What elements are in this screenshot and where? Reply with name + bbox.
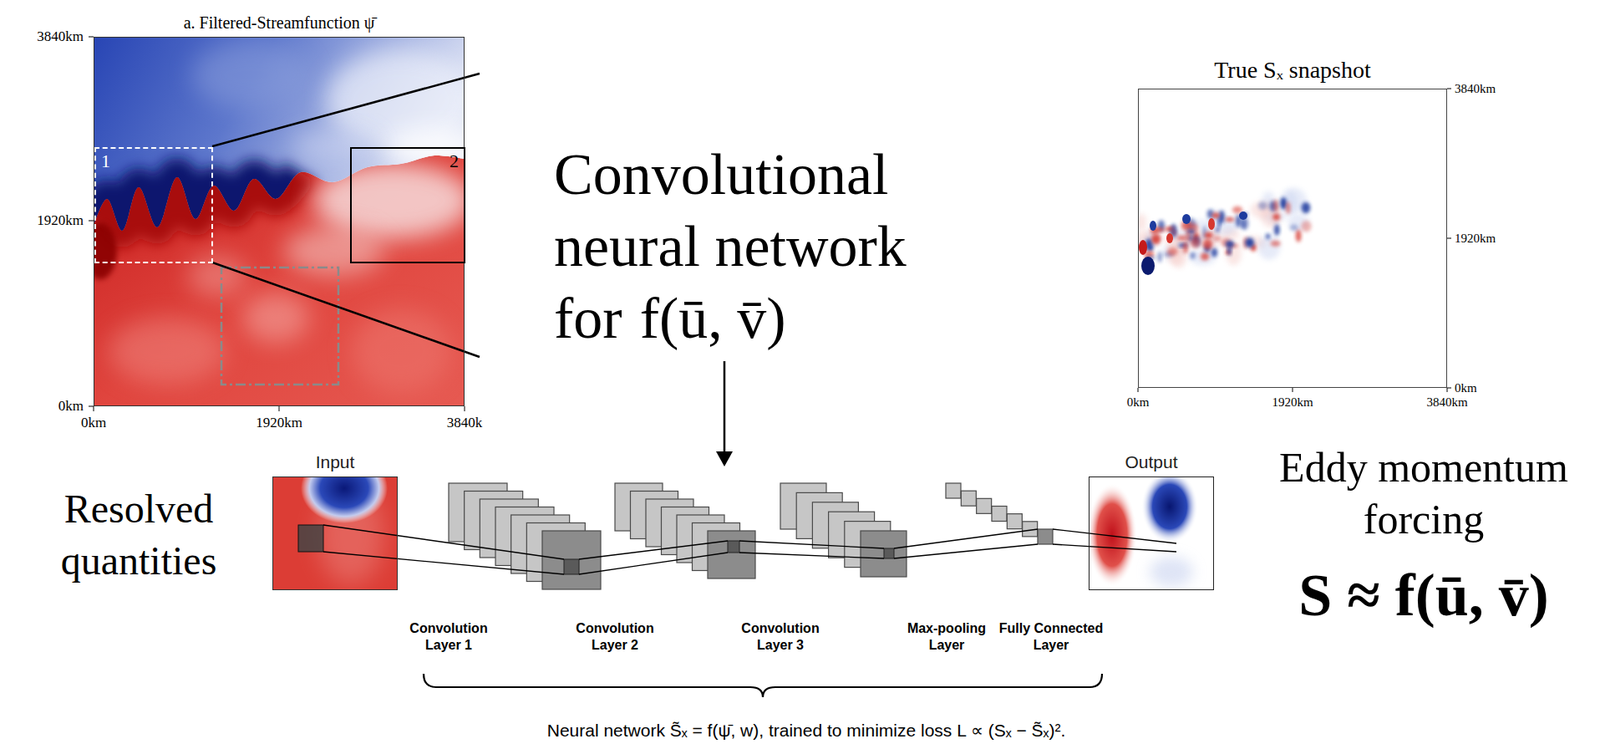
layer-label: Max-pooling Layer [888, 619, 1006, 654]
axis-tick-label: 1920km [36, 212, 84, 229]
input-image: Input [272, 476, 398, 590]
panel-title: True Sₓ snapshot [1213, 55, 1372, 85]
zoom-line [212, 73, 480, 147]
image-heading: Output [1124, 451, 1178, 473]
axis-tick-label: 3840k [446, 414, 483, 432]
streamfunction-panel: 12a. Filtered-Streamfunction ψ̄ [93, 36, 465, 407]
axis-ticks [1137, 88, 1452, 392]
eddy-forcing-field [1137, 88, 1448, 388]
layer-label: Convolution Layer 2 [556, 619, 674, 654]
axis-tick-label: 1920km [255, 414, 303, 432]
axis-tick-label: 3840km [36, 28, 84, 46]
figure-caption: Neural network S̃ₓ = f(ψ̄, w), trained t… [547, 719, 1067, 741]
conv-layer-stack [614, 482, 756, 579]
region-number: 1 [101, 150, 111, 173]
region-box: 1 [94, 147, 214, 264]
projection-lines [323, 524, 1177, 574]
conv-layer-stack [448, 482, 601, 590]
region-box-dashdot [221, 267, 339, 385]
axis-tick-label: 1920km [1271, 394, 1313, 410]
axis-tick-label: 1920km [1454, 230, 1496, 246]
layer-label: Fully Connected Layer [992, 619, 1110, 654]
network-function: f(ū, v̄) [640, 283, 787, 354]
text-group: Convolutional neural network forf(ū, v̄) [553, 138, 947, 355]
axis-tick-label: 0km [1454, 380, 1478, 396]
axis-tick-label: 0km [1127, 394, 1150, 410]
panel-title: a. Filtered-Streamfunction ψ̄ [183, 12, 376, 33]
region-box: 2 [350, 147, 466, 264]
layer-label: Convolution Layer 3 [721, 619, 839, 654]
arrow-head [716, 451, 733, 467]
axis-ticks [88, 36, 465, 412]
axis-tick-label: 3840km [1426, 394, 1468, 410]
region-number: 2 [449, 150, 459, 173]
streamfunction-field [93, 36, 465, 407]
receptive-patch [298, 524, 324, 552]
axis-tick-label: 3840km [1454, 81, 1496, 97]
axis-tick-label: 0km [58, 397, 84, 415]
side-label: Eddy momentum forcing [1256, 441, 1591, 545]
equation-label: S ≈ f(ū, v̄) [1298, 561, 1550, 629]
zoom-line [212, 262, 480, 357]
snapshot-panel: True Sₓ snapshot [1137, 88, 1448, 388]
output-image: Output [1088, 476, 1214, 590]
image-heading: Input [315, 451, 356, 473]
brace [423, 673, 1103, 697]
side-label: Resolved quantities [50, 482, 227, 587]
pointer-arrow [723, 360, 727, 453]
axis-tick-label: 0km [81, 414, 107, 432]
layer-label: Convolution Layer 1 [390, 619, 508, 654]
output-field [1088, 476, 1214, 590]
dense-layer-stack [945, 482, 1053, 544]
conv-layer-stack [780, 482, 907, 577]
